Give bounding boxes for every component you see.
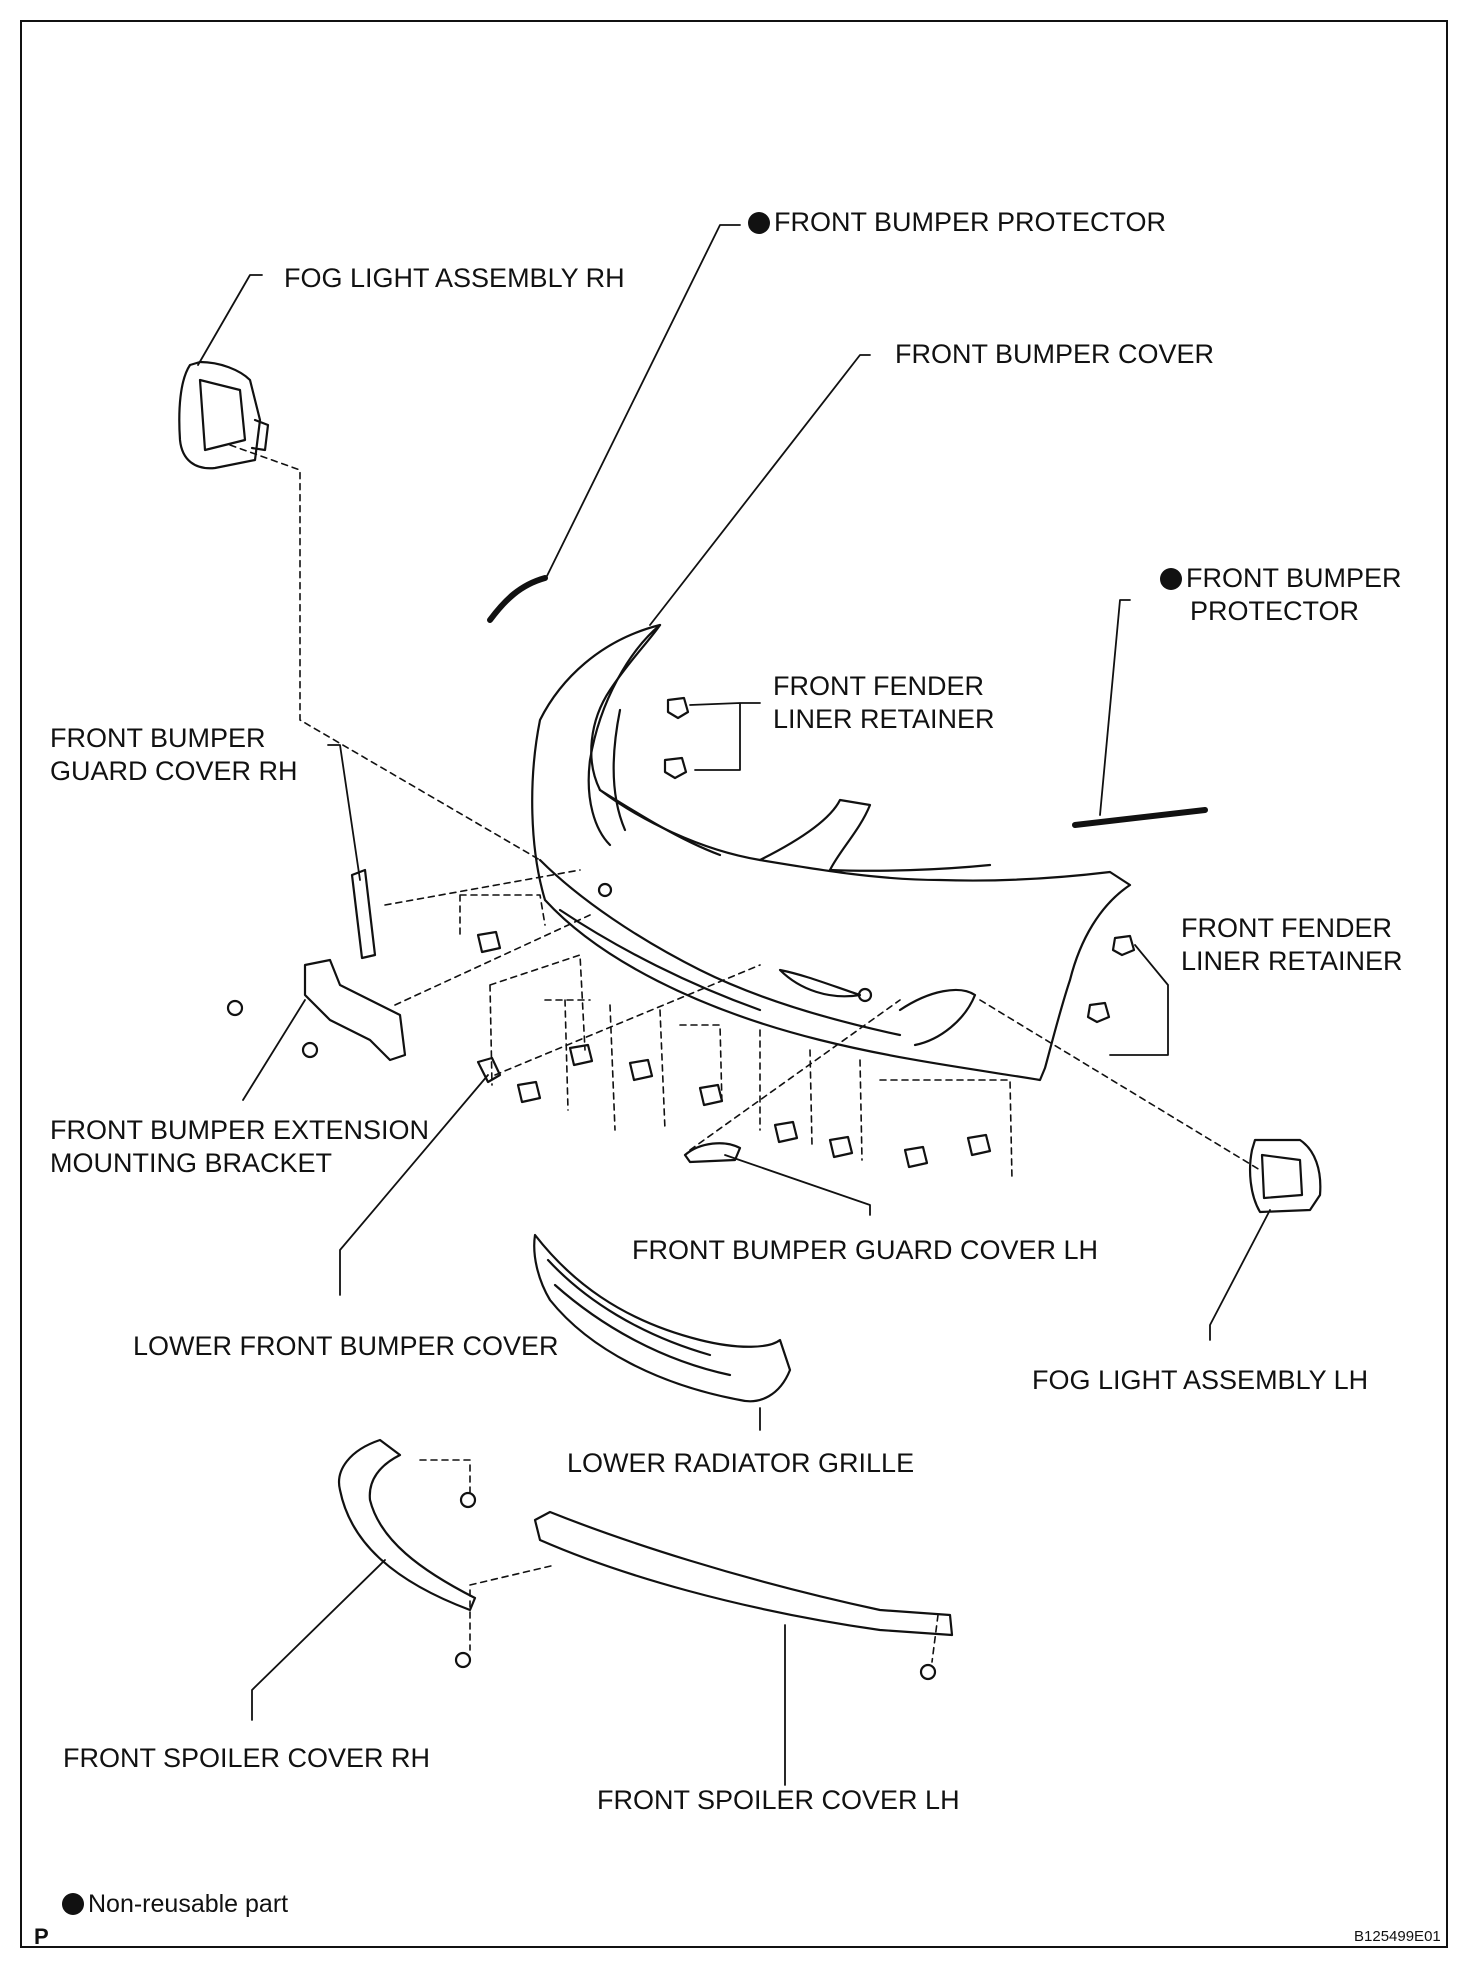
protector-strip-left bbox=[487, 575, 548, 623]
bolts bbox=[226, 882, 937, 1681]
label-front-spoiler-cover-lh: FRONT SPOILER COVER LH bbox=[597, 1785, 960, 1815]
fog-light-rh-part bbox=[178, 360, 270, 470]
fender-liner-retainers bbox=[663, 696, 1136, 1024]
label-front-spoiler-cover-rh: FRONT SPOILER COVER RH bbox=[63, 1743, 431, 1773]
fog-light-lh-part bbox=[1248, 1138, 1322, 1214]
label-fog-light-lh: FOG LIGHT ASSEMBLY LH bbox=[1032, 1365, 1369, 1395]
leader-lines bbox=[197, 224, 1271, 1786]
extension-bracket-part bbox=[303, 958, 407, 1062]
label-fender-liner-retainer-right: FRONT FENDER LINER RETAINER bbox=[1181, 913, 1403, 976]
legend: Non-reusable part bbox=[62, 1888, 288, 1921]
non-reusable-dot-icon bbox=[1160, 568, 1182, 590]
front-spoiler-cover-rh-part bbox=[337, 1438, 477, 1612]
figure-code: B125499E01 bbox=[1354, 1928, 1441, 1945]
clips bbox=[476, 930, 992, 1169]
lower-front-bumper-cover-part bbox=[476, 1056, 502, 1084]
label-front-bumper-protector-top: FRONT BUMPER PROTECTOR bbox=[748, 206, 1166, 239]
lower-radiator-grille-part bbox=[533, 1233, 792, 1403]
page-frame bbox=[20, 20, 1448, 1948]
label-fender-liner-retainer-upper: FRONT FENDER LINER RETAINER bbox=[773, 671, 995, 734]
dashed-alignment-lines bbox=[229, 444, 1261, 1663]
label-extension-bracket: FRONT BUMPER EXTENSION MOUNTING BRACKET bbox=[50, 1115, 430, 1178]
non-reusable-dot-icon bbox=[748, 212, 770, 234]
guard-cover-lh-part bbox=[683, 1142, 742, 1164]
label-fog-light-rh: FOG LIGHT ASSEMBLY RH bbox=[284, 263, 625, 293]
label-front-bumper-cover: FRONT BUMPER COVER bbox=[895, 339, 1215, 369]
label-guard-cover-rh: FRONT BUMPER GUARD COVER RH bbox=[50, 723, 298, 786]
front-spoiler-cover-lh-part bbox=[533, 1510, 954, 1637]
label-guard-cover-lh: FRONT BUMPER GUARD COVER LH bbox=[632, 1235, 1099, 1265]
guard-cover-rh-part bbox=[350, 868, 377, 960]
front-bumper-cover-part bbox=[531, 623, 1132, 1082]
label-lower-front-bumper-cover: LOWER FRONT BUMPER COVER bbox=[133, 1331, 559, 1361]
page-letter: P bbox=[34, 1924, 49, 1949]
non-reusable-dot-icon bbox=[62, 1893, 84, 1915]
label-front-bumper-protector-right: FRONT BUMPER PROTECTOR bbox=[1160, 562, 1402, 628]
protector-strip-right bbox=[1072, 807, 1208, 828]
label-lower-radiator-grille: LOWER RADIATOR GRILLE bbox=[567, 1448, 915, 1478]
